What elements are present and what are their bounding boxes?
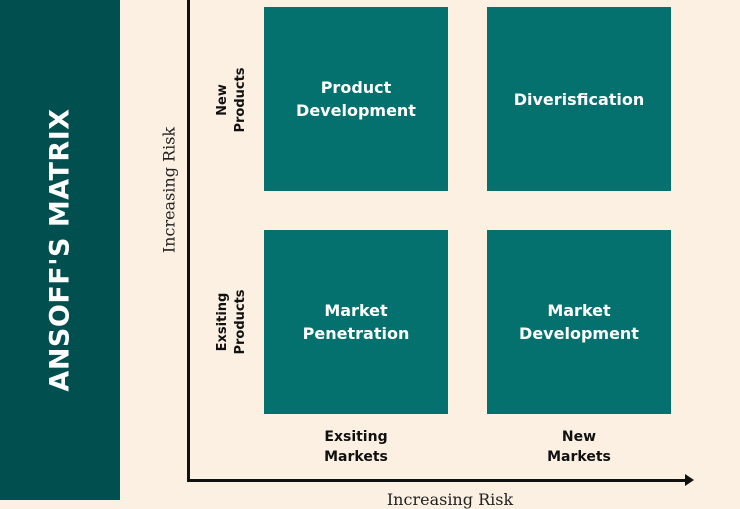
column-label-line: New [561,429,597,445]
cell-line: Market [547,301,611,320]
cell-line: Penetration [302,324,410,343]
y-axis [187,0,190,482]
sidebar: ANSOFF'S MATRIX [0,0,120,500]
row-label-new-products: New Products [214,67,250,132]
column-label-line: Markets [324,449,388,465]
cell-line: Product [320,78,392,97]
row-label-line: Products [233,289,248,355]
cell-line: Diverisfication [513,89,645,109]
y-axis-label: Increasing Risk [159,126,179,254]
cell-line: Development [519,324,639,343]
column-label-line: Markets [547,449,611,465]
x-axis [187,479,687,482]
row-label-line: Exsiting [215,292,230,352]
matrix-title: ANSOFF'S MATRIX [44,108,76,392]
cell-line: Development [296,101,416,120]
row-label-line: New [215,84,230,116]
column-label-new-markets: New Markets [547,427,611,467]
row-label-line: Products [233,67,248,133]
column-label-existing-markets: Exsiting Markets [324,427,388,467]
column-label-line: Exsiting [324,429,388,445]
cell-diversification: Diverisfication [487,7,671,191]
x-axis-arrow-icon [685,474,694,486]
row-label-existing-products: Exsiting Products [214,289,250,354]
cell-line: Market [324,301,388,320]
